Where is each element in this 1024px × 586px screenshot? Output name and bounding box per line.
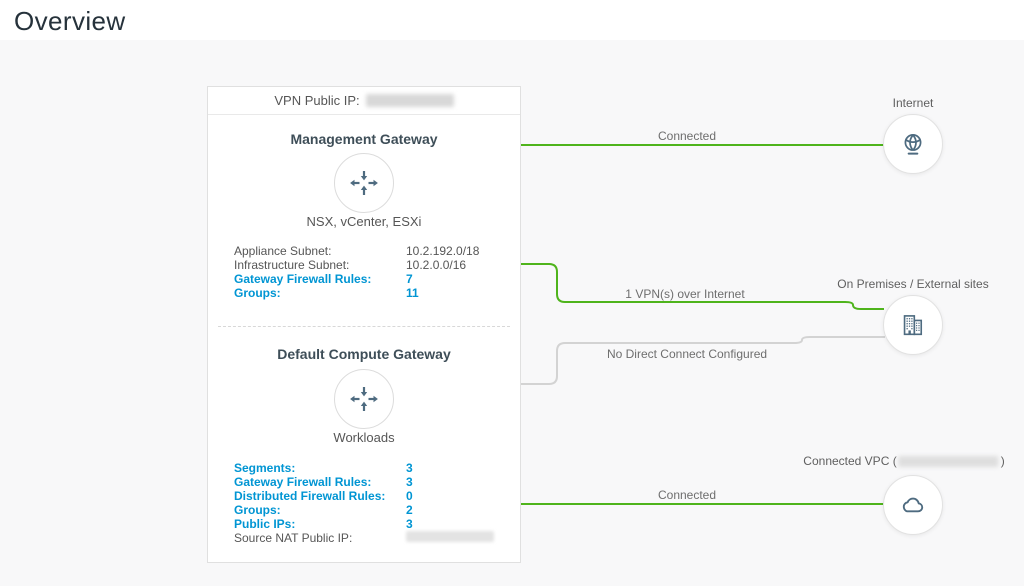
row-value: 10.2.192.0/18: [406, 244, 480, 258]
internet-connection-status: Connected: [657, 129, 717, 143]
detail-row-distributed-firewall-rules[interactable]: Distributed Firewall Rules: 0: [234, 489, 504, 503]
vpn-connection-status: 1 VPN(s) over Internet: [625, 287, 745, 301]
row-redacted-value: [406, 531, 494, 545]
row-link-label[interactable]: Public IPs:: [234, 517, 296, 531]
row-link-label[interactable]: Groups:: [234, 503, 281, 517]
row-link-label[interactable]: Gateway Firewall Rules:: [234, 272, 372, 286]
gateway-summary-card: VPN Public IP: Management Gateway NSX, v…: [207, 86, 521, 563]
vpc-label-prefix: Connected VPC (: [803, 454, 897, 468]
internet-node-label: Internet: [892, 96, 934, 110]
detail-row-gateway-firewall-rules[interactable]: Gateway Firewall Rules: 3: [234, 475, 504, 489]
row-link-value[interactable]: 2: [406, 503, 413, 517]
vpn-public-ip-label: VPN Public IP:: [274, 93, 360, 108]
row-link-label[interactable]: Groups:: [234, 286, 281, 300]
compute-gateway-details: Segments: 3 Gateway Firewall Rules: 3 Di…: [234, 461, 504, 545]
management-gateway-node: [334, 153, 394, 213]
section-divider: [218, 326, 510, 327]
row-link-label[interactable]: Gateway Firewall Rules:: [234, 475, 372, 489]
direct-connect-status: No Direct Connect Configured: [606, 347, 768, 361]
detail-row-gateway-firewall-rules[interactable]: Gateway Firewall Rules: 7: [234, 272, 504, 286]
row-link-label[interactable]: Distributed Firewall Rules:: [234, 489, 386, 503]
compute-gateway-node: [334, 369, 394, 429]
vpc-label-suffix: ): [1000, 454, 1005, 468]
row-link-value[interactable]: 3: [406, 475, 413, 489]
row-link-value[interactable]: 11: [406, 286, 419, 300]
vpn-public-ip-redacted-value: [365, 94, 454, 107]
detail-row-source-nat-public-ip: Source NAT Public IP:: [234, 531, 504, 545]
detail-row-appliance-subnet: Appliance Subnet: 10.2.192.0/18: [234, 244, 504, 258]
detail-row-public-ips[interactable]: Public IPs: 3: [234, 517, 504, 531]
row-link-value[interactable]: 3: [406, 517, 413, 531]
row-label: Source NAT Public IP:: [234, 531, 353, 545]
internet-node: [883, 114, 943, 174]
detail-row-groups[interactable]: Groups: 2: [234, 503, 504, 517]
row-label: Infrastructure Subnet:: [234, 258, 350, 272]
buildings-icon: [903, 315, 923, 336]
globe-icon: [904, 134, 922, 155]
row-link-label[interactable]: Segments:: [234, 461, 296, 475]
vpn-public-ip-header: VPN Public IP:: [208, 87, 520, 115]
vpc-id-redacted-value: [898, 456, 999, 468]
vpc-connection-status: Connected: [657, 488, 717, 502]
gateway-arrows-icon: [350, 171, 378, 195]
compute-gateway-subtitle: Workloads: [333, 430, 395, 445]
management-gateway-subtitle: NSX, vCenter, ESXi: [306, 214, 422, 229]
detail-row-infrastructure-subnet: Infrastructure Subnet: 10.2.0.0/16: [234, 258, 504, 272]
row-value: 10.2.0.0/16: [406, 258, 467, 272]
onprem-node: [883, 295, 943, 355]
detail-row-groups[interactable]: Groups: 11: [234, 286, 504, 300]
row-link-value[interactable]: 0: [406, 489, 413, 503]
management-gateway-title: Management Gateway: [290, 131, 438, 147]
row-label: Appliance Subnet:: [234, 244, 332, 258]
row-link-value[interactable]: 3: [406, 461, 413, 475]
cloud-icon: [902, 497, 924, 513]
detail-row-segments[interactable]: Segments: 3: [234, 461, 504, 475]
page-title: Overview: [14, 6, 126, 36]
onprem-node-label: On Premises / External sites: [837, 277, 989, 291]
vpc-node-label: Connected VPC (): [803, 454, 1004, 468]
vpc-node: [883, 475, 943, 535]
gateway-arrows-icon: [350, 387, 378, 411]
row-link-value[interactable]: 7: [406, 272, 413, 286]
management-gateway-details: Appliance Subnet: 10.2.192.0/18 Infrastr…: [234, 244, 504, 300]
compute-gateway-title: Default Compute Gateway: [277, 346, 451, 362]
